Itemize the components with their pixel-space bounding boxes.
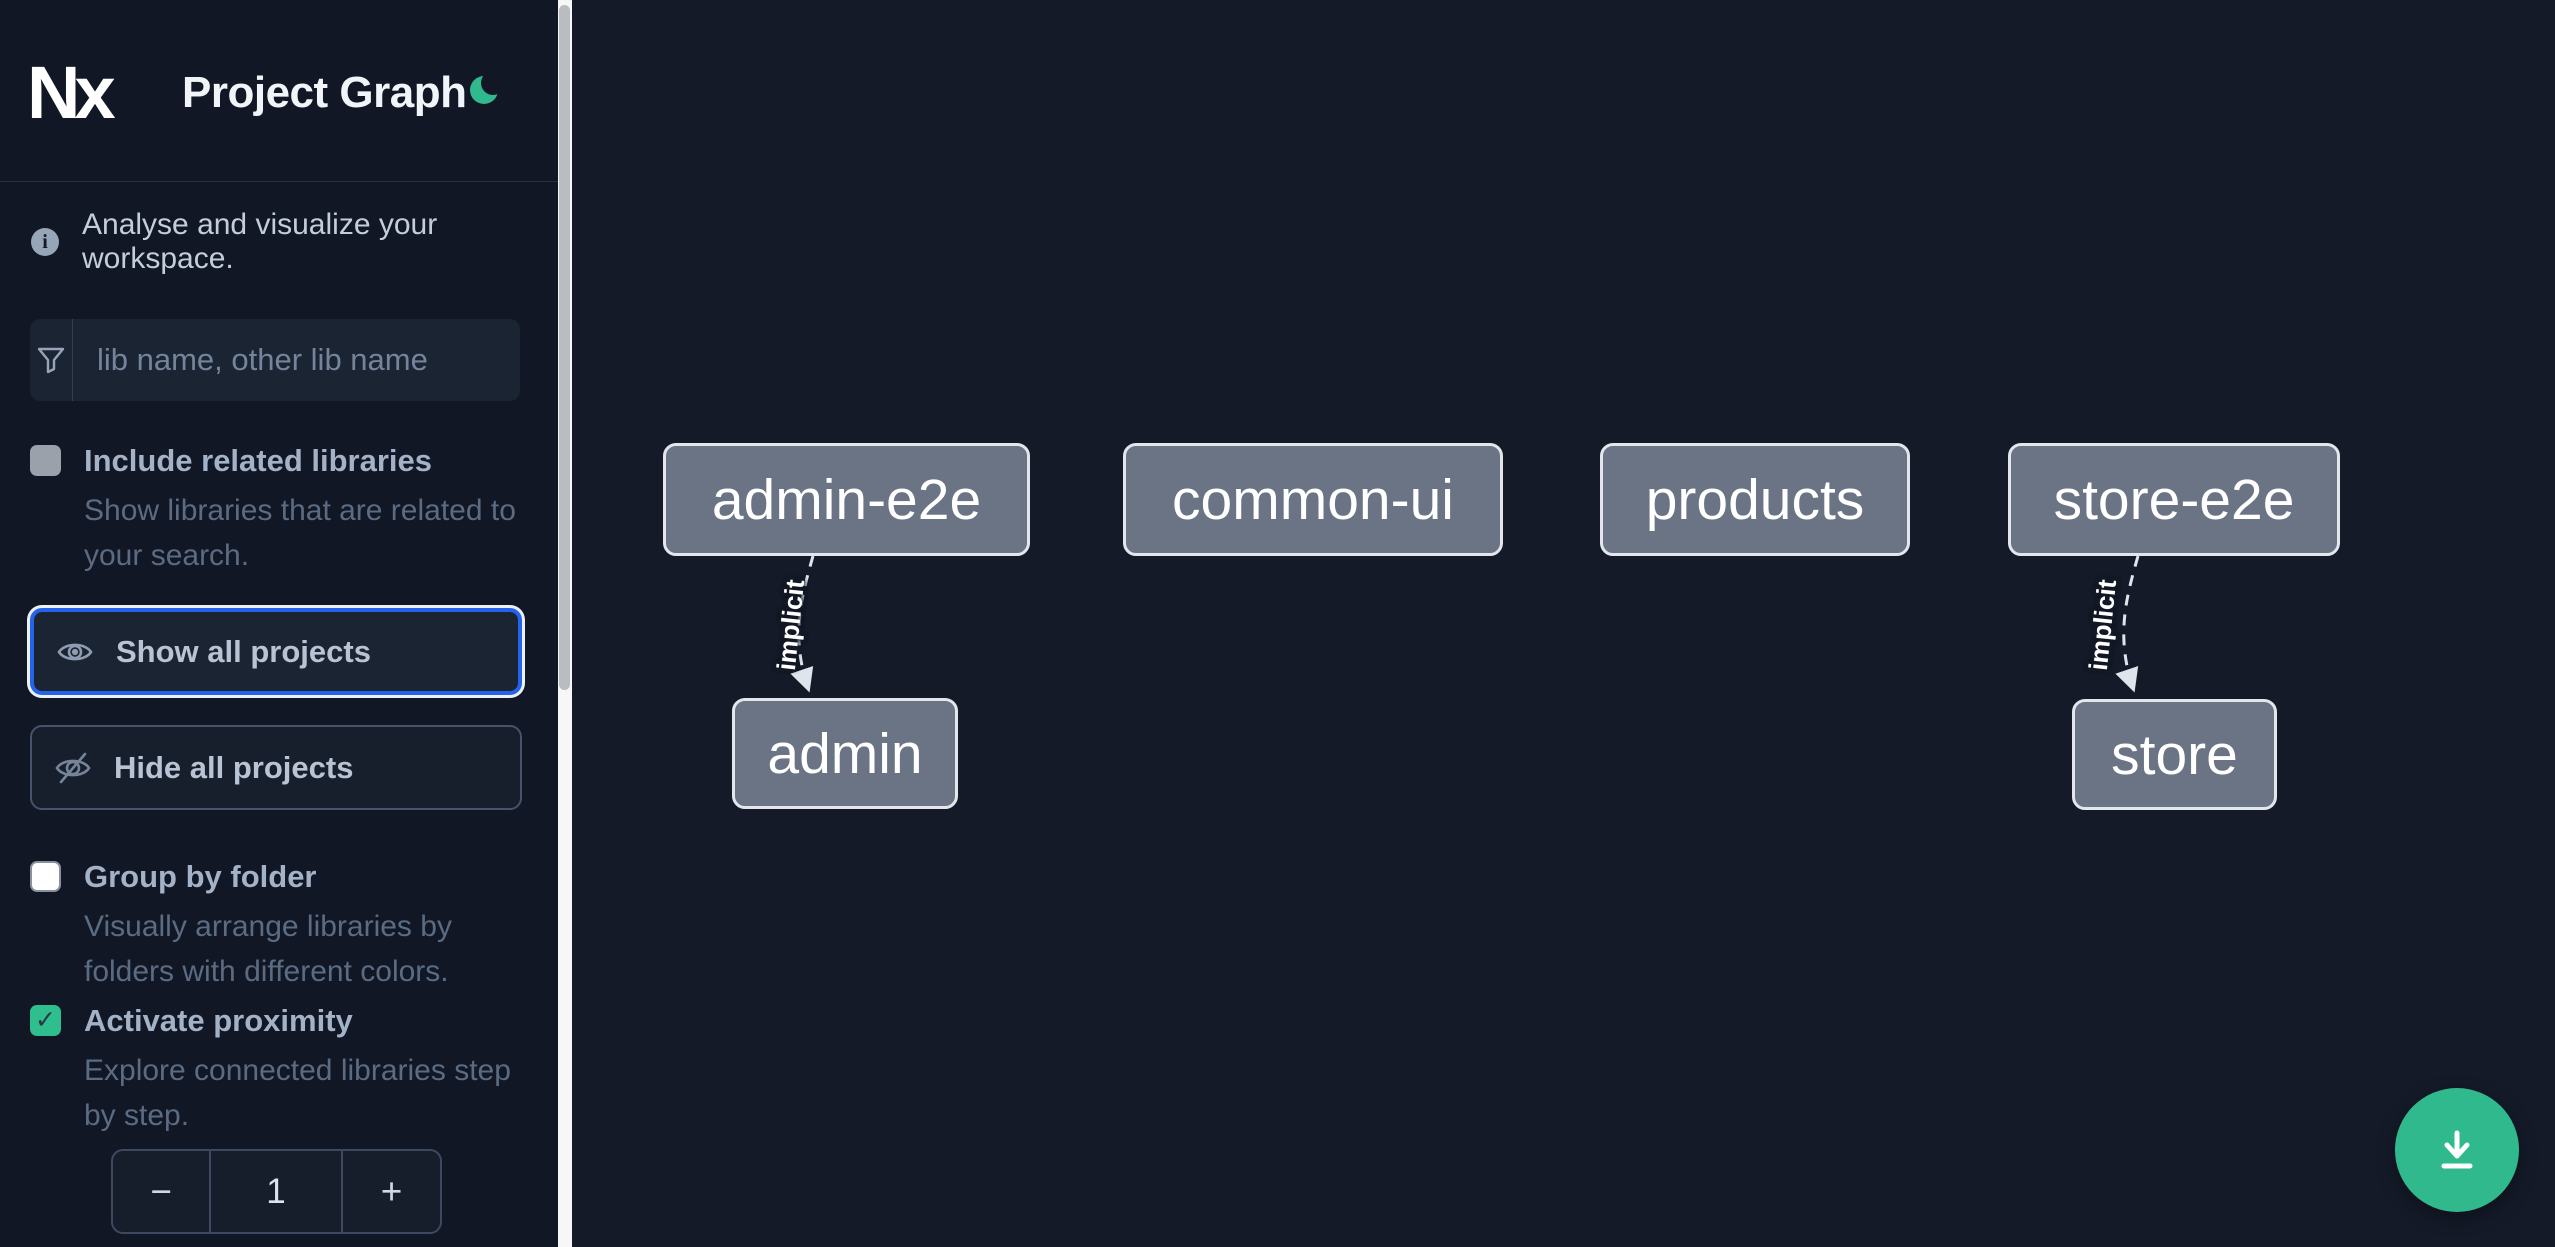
activate-proximity-checkbox[interactable] (30, 1005, 61, 1036)
edge-admin-e2e-to-admin (790, 555, 815, 693)
theme-toggle-button[interactable] (468, 70, 506, 108)
include-related-description: Show libraries that are related to your … (84, 494, 516, 572)
funnel-icon (30, 319, 73, 401)
activate-proximity-label: Activate proximity (84, 1003, 353, 1038)
edge-store-e2e-to-store (2115, 555, 2140, 693)
show-all-projects-label: Show all projects (116, 633, 371, 669)
graph-node-common-ui[interactable]: common-ui (1123, 443, 1503, 556)
graph-node-admin-e2e[interactable]: admin-e2e (663, 443, 1030, 556)
graph-node-store[interactable]: store (2072, 699, 2277, 810)
sidebar-scrollbar-track (558, 0, 572, 1247)
show-all-projects-button[interactable]: Show all projects (30, 608, 522, 695)
nx-logo: Nx (27, 51, 116, 134)
sidebar: Nx Project Graph i Analyse and visualize… (0, 0, 558, 1247)
graph-edges (790, 555, 2140, 693)
eye-icon (57, 643, 93, 660)
proximity-decrement-button[interactable]: − (150, 1170, 172, 1212)
tagline-text: Analyse and visualize your workspace. (82, 208, 438, 275)
sidebar-scrollbar-thumb[interactable] (559, 5, 570, 690)
proximity-increment-button[interactable]: + (380, 1170, 403, 1212)
download-icon (2441, 1130, 2473, 1169)
proximity-value: 1 (209, 1151, 343, 1232)
include-related-option: Include related libraries Show libraries… (30, 443, 530, 578)
group-by-folder-checkbox[interactable] (30, 861, 61, 892)
eye-slash-icon (55, 752, 91, 783)
hide-all-projects-label: Hide all projects (114, 749, 354, 785)
hide-all-projects-button[interactable]: Hide all projects (30, 725, 522, 810)
include-related-label: Include related libraries (84, 443, 433, 478)
graph-node-admin[interactable]: admin (732, 698, 958, 809)
activate-proximity-option: Activate proximity Explore connected lib… (30, 1003, 530, 1138)
download-graph-button[interactable] (2395, 1088, 2519, 1212)
graph-node-products[interactable]: products (1600, 443, 1910, 556)
moon-icon (470, 71, 505, 104)
graph-node-store-e2e[interactable]: store-e2e (2008, 443, 2340, 556)
group-by-folder-description: Visually arrange libraries by folders wi… (84, 910, 452, 988)
info-icon: i (31, 228, 59, 256)
workspace-tagline: i Analyse and visualize your workspace. (31, 208, 531, 276)
project-graph-canvas[interactable]: admin-e2e common-ui products store-e2e a… (572, 0, 2555, 1247)
proximity-stepper: − 1 + (111, 1149, 442, 1234)
activate-proximity-description: Explore connected libraries step by step… (84, 1054, 511, 1132)
sidebar-header: Nx Project Graph (0, 0, 558, 182)
filter-input[interactable] (73, 319, 520, 401)
include-related-checkbox[interactable] (30, 445, 61, 476)
group-by-folder-label: Group by folder (84, 859, 317, 894)
library-filter (30, 319, 520, 401)
page-title: Project Graph (182, 68, 467, 117)
group-by-folder-option: Group by folder Visually arrange librari… (30, 859, 530, 994)
